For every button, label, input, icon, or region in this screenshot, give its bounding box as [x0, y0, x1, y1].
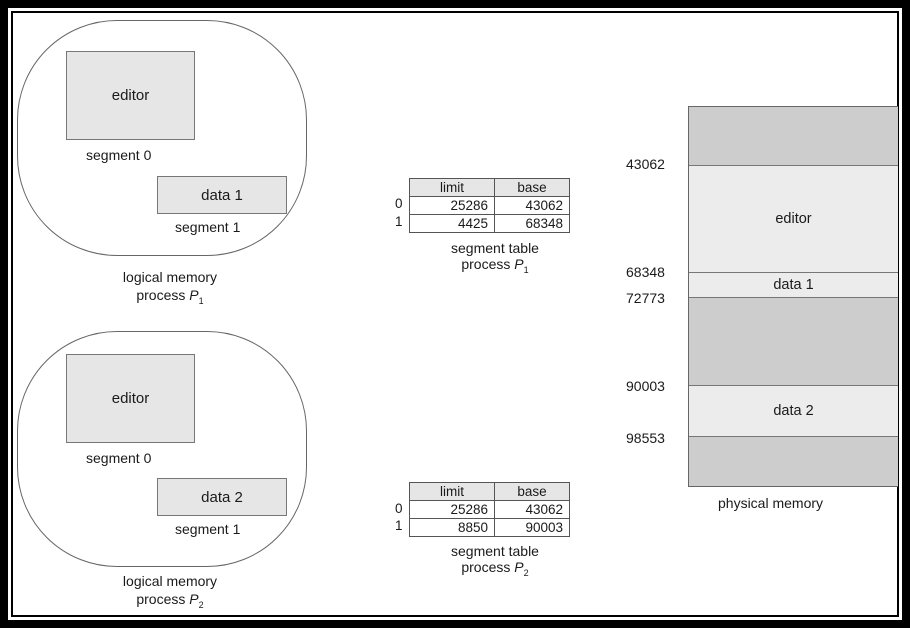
p2-row0-base: 43062	[494, 500, 570, 519]
physical-memory-caption: physical memory	[718, 495, 824, 511]
table-row: 4425 68348	[409, 214, 570, 233]
p2-table-caption-sub: 2	[523, 567, 529, 578]
p2-table-header-base: base	[494, 482, 570, 501]
p1-row1-limit: 4425	[409, 214, 495, 233]
physical-editor-region: editor	[689, 165, 898, 273]
address-label: 43062	[626, 156, 665, 172]
p1-table-header-base: base	[494, 178, 570, 197]
p1-table-caption-line2: process P1	[420, 256, 570, 278]
p1-table-caption-line1: segment table	[451, 240, 539, 256]
figure-inner-border	[11, 11, 899, 617]
p1-logical-caption-line1: logical memory	[122, 269, 218, 285]
p2-data2-label: data 2	[201, 488, 243, 506]
physical-data2-region: data 2	[689, 385, 898, 437]
p1-table-row0-index: 0	[395, 196, 403, 211]
p2-row1-limit: 8850	[409, 518, 495, 537]
p2-table-header-row: limit base	[409, 482, 570, 501]
p1-segment1-name: segment 1	[175, 219, 241, 235]
p1-editor-segment: editor	[66, 51, 195, 140]
p1-editor-label: editor	[111, 87, 150, 104]
p1-table-caption-P: P	[514, 256, 524, 272]
p1-logical-caption: logical memory process P1	[95, 268, 245, 310]
physical-free-middle	[689, 298, 898, 385]
p1-table-row1-index: 1	[395, 214, 403, 229]
p2-logical-caption-line1: logical memory	[122, 573, 218, 589]
address-label: 98553	[626, 430, 665, 446]
p1-logical-caption-sub: 1	[198, 295, 204, 306]
p2-editor-label: editor	[111, 390, 150, 407]
p1-row0-base: 43062	[494, 196, 570, 215]
p1-logical-caption-process: process	[136, 287, 186, 303]
p1-segment-table: limit base 25286 43062 4425 68348	[409, 178, 570, 233]
p2-logical-caption-sub: 2	[198, 599, 204, 610]
p2-data2-segment: data 2	[157, 478, 287, 516]
physical-free-bottom	[689, 437, 898, 486]
p2-table-caption-line2: process P2	[420, 559, 570, 581]
p2-table-header-limit: limit	[409, 482, 495, 501]
physical-memory-column: editor data 1 data 2	[688, 106, 898, 487]
p2-table-caption-line1: segment table	[451, 543, 539, 559]
p1-data1-segment: data 1	[157, 176, 287, 214]
physical-editor-label: editor	[775, 211, 812, 227]
p1-table-caption-process: process	[461, 256, 511, 272]
table-row: 8850 90003	[409, 518, 570, 537]
p2-editor-segment: editor	[66, 354, 195, 443]
p1-row0-limit: 25286	[409, 196, 495, 215]
p2-logical-caption-process: process	[136, 591, 186, 607]
p1-table-caption: segment table process P1	[420, 240, 570, 278]
p2-table-caption-P: P	[514, 559, 524, 575]
p2-segment1-name: segment 1	[175, 521, 241, 537]
physical-data2-label: data 2	[773, 403, 814, 419]
p2-logical-caption: logical memory process P2	[95, 572, 245, 614]
p2-segment0-name: segment 0	[86, 450, 152, 466]
p1-segment0-name: segment 0	[86, 147, 152, 163]
p1-table-header-row: limit base	[409, 178, 570, 197]
p2-logical-caption-line2: process P2	[95, 590, 245, 614]
address-label: 68348	[626, 264, 665, 280]
p2-segment-table: limit base 25286 43062 8850 90003	[409, 482, 570, 537]
physical-free-top	[689, 107, 898, 165]
p1-logical-caption-P: P	[189, 287, 199, 303]
p2-logical-caption-P: P	[189, 591, 199, 607]
p1-row1-base: 68348	[494, 214, 570, 233]
address-label: 90003	[626, 378, 665, 394]
p2-table-caption-process: process	[461, 559, 511, 575]
physical-data1-label: data 1	[773, 277, 814, 293]
p2-table-row1-index: 1	[395, 518, 403, 533]
table-row: 25286 43062	[409, 500, 570, 519]
p2-table-row0-index: 0	[395, 501, 403, 516]
physical-data1-region: data 1	[689, 272, 898, 298]
p1-table-caption-sub: 1	[523, 264, 529, 275]
p1-data1-label: data 1	[201, 186, 243, 204]
p1-table-header-limit: limit	[409, 178, 495, 197]
p2-row1-base: 90003	[494, 518, 570, 537]
p2-table-caption: segment table process P2	[420, 543, 570, 581]
p1-logical-caption-line2: process P1	[95, 286, 245, 310]
p2-row0-limit: 25286	[409, 500, 495, 519]
address-label: 72773	[626, 290, 665, 306]
table-row: 25286 43062	[409, 196, 570, 215]
